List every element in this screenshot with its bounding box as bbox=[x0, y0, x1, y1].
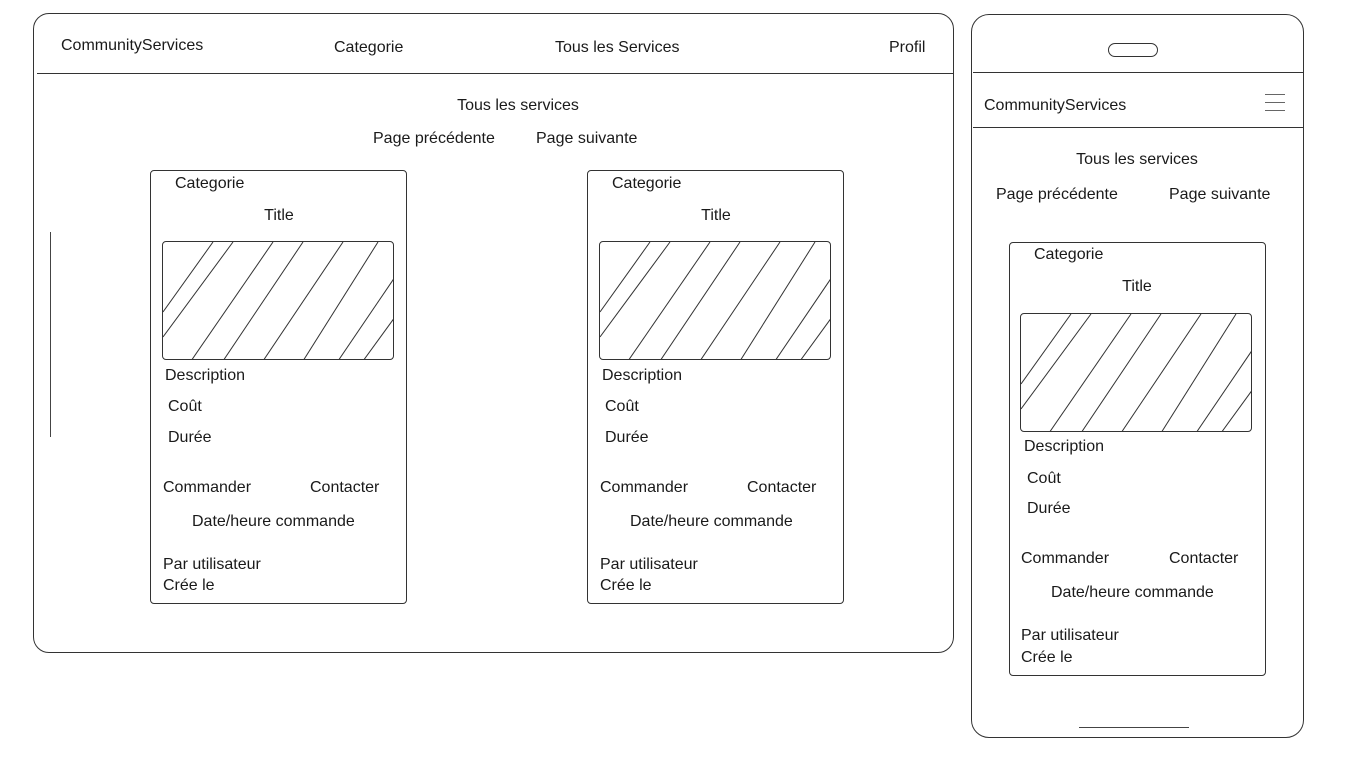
card-date-heure-commande: Date/heure commande bbox=[630, 513, 793, 530]
phone-speaker bbox=[1108, 43, 1158, 57]
card-cout: Coût bbox=[605, 398, 639, 415]
page-title: Tous les services bbox=[1076, 151, 1198, 168]
phone-frame bbox=[971, 14, 1304, 738]
card-categorie: Categorie bbox=[175, 175, 245, 192]
card-duree: Durée bbox=[1027, 500, 1071, 517]
commander-button[interactable]: Commander bbox=[163, 479, 252, 496]
nav-categorie[interactable]: Categorie bbox=[334, 39, 404, 56]
next-page-link[interactable]: Page suivante bbox=[536, 130, 638, 147]
card-par-utilisateur: Par utilisateur bbox=[600, 556, 698, 573]
brand-logo[interactable]: CommunityServices bbox=[984, 97, 1127, 114]
card-cree-le: Crée le bbox=[600, 577, 652, 594]
card-title: Title bbox=[264, 207, 294, 224]
commander-button[interactable]: Commander bbox=[1021, 550, 1110, 567]
nav-tous-les-services[interactable]: Tous les Services bbox=[555, 39, 680, 56]
brand-logo[interactable]: CommunityServices bbox=[61, 37, 204, 54]
card-categorie: Categorie bbox=[612, 175, 682, 192]
card-date-heure-commande: Date/heure commande bbox=[1051, 584, 1214, 601]
image-placeholder bbox=[599, 241, 831, 360]
card-par-utilisateur: Par utilisateur bbox=[163, 556, 261, 573]
card-cree-le: Crée le bbox=[1021, 649, 1073, 666]
image-placeholder bbox=[162, 241, 394, 360]
image-placeholder bbox=[1020, 313, 1252, 432]
card-duree: Durée bbox=[168, 429, 212, 446]
phone-header-divider bbox=[973, 127, 1303, 128]
card-title: Title bbox=[1122, 278, 1152, 295]
card-description: Description bbox=[1024, 438, 1105, 455]
contacter-button[interactable]: Contacter bbox=[310, 479, 380, 496]
next-page-link[interactable]: Page suivante bbox=[1169, 186, 1271, 203]
card-cree-le: Crée le bbox=[163, 577, 215, 594]
nav-profil[interactable]: Profil bbox=[889, 39, 926, 56]
commander-button[interactable]: Commander bbox=[600, 479, 689, 496]
page-title: Tous les services bbox=[457, 97, 579, 114]
scrollbar[interactable] bbox=[50, 232, 51, 437]
card-categorie: Categorie bbox=[1034, 246, 1104, 263]
phone-home-indicator bbox=[1079, 727, 1189, 728]
contacter-button[interactable]: Contacter bbox=[747, 479, 817, 496]
card-duree: Durée bbox=[605, 429, 649, 446]
card-par-utilisateur: Par utilisateur bbox=[1021, 627, 1119, 644]
hamburger-menu-icon[interactable] bbox=[1265, 94, 1285, 112]
desktop-nav-divider bbox=[37, 73, 954, 74]
contacter-button[interactable]: Contacter bbox=[1169, 550, 1239, 567]
prev-page-link[interactable]: Page précédente bbox=[373, 130, 495, 147]
card-description: Description bbox=[165, 367, 246, 384]
service-card bbox=[1009, 242, 1266, 676]
service-card bbox=[150, 170, 407, 604]
card-cout: Coût bbox=[168, 398, 202, 415]
phone-top-divider bbox=[973, 72, 1303, 73]
desktop-frame bbox=[33, 13, 954, 653]
card-description: Description bbox=[602, 367, 683, 384]
card-title: Title bbox=[701, 207, 731, 224]
card-cout: Coût bbox=[1027, 470, 1061, 487]
prev-page-link[interactable]: Page précédente bbox=[996, 186, 1118, 203]
card-date-heure-commande: Date/heure commande bbox=[192, 513, 355, 530]
service-card bbox=[587, 170, 844, 604]
